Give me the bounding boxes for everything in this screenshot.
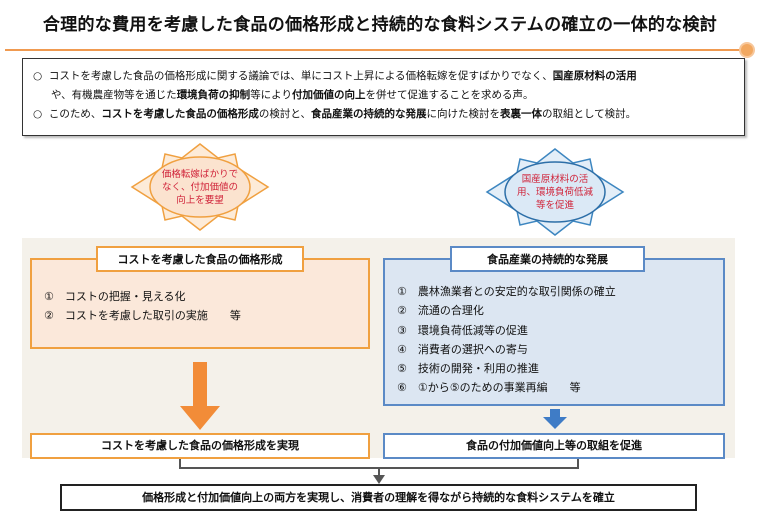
callout-promote-blue: 国産原材料の活用、環境負荷低減等を促進 <box>485 147 625 237</box>
callout-demand-orange: 価格転嫁ばかりでなく、付加価値の向上を要望 <box>130 142 270 232</box>
emphasis: 付加価値の向上 <box>291 89 366 101</box>
emphasis: 国産原材料の活用 <box>552 70 637 82</box>
arrow-down-orange-icon <box>180 362 220 430</box>
connector-line <box>179 459 181 469</box>
price-formation-title: コストを考慮した食品の価格形成 <box>96 246 304 272</box>
final-goal-box: 価格形成と付加価値向上の両方を実現し、消費者の理解を得ながら持続的な食料システム… <box>60 484 697 511</box>
flower-icon <box>741 44 753 56</box>
item-list: ① コストの把握・見える化 ② コストを考慮した取引の実施 等 <box>44 287 241 326</box>
item-list: ① 農林漁業者との安定的な取引関係の確立 ② 流通の合理化 ③ 環境負荷低減等の… <box>397 282 616 398</box>
intro-paragraph-1: ○ コストを考慮した食品の価格形成に関する議論では、単にコスト上昇による価格転嫁… <box>33 67 734 86</box>
callout-text: 価格転嫁ばかりでなく、付加価値の向上を要望 <box>161 168 239 206</box>
list-item: ② コストを考慮した取引の実施 等 <box>44 309 241 323</box>
emphasis: 食品産業の持続的な発展 <box>310 108 427 120</box>
text: に向けた検討を <box>426 108 500 120</box>
text: や、有機農産物等を通じた <box>51 89 177 101</box>
emphasis: 表裏一体 <box>499 108 542 120</box>
starburst-icon <box>130 143 270 231</box>
text: を併せて促進することを求める声。 <box>365 89 534 101</box>
bullet: ○ <box>33 108 43 120</box>
list-item: ② 流通の合理化 <box>397 304 484 318</box>
title-divider <box>5 49 745 51</box>
emphasis: コストを考慮した食品の価格形成 <box>101 108 259 120</box>
arrow-down-connector-icon <box>373 467 385 484</box>
text: 等により <box>250 89 292 101</box>
list-item: ① 農林漁業者との安定的な取引関係の確立 <box>397 285 616 298</box>
intro-box: ○ コストを考慮した食品の価格形成に関する議論では、単にコスト上昇による価格転嫁… <box>22 58 745 136</box>
arrow-down-blue-icon <box>543 409 567 429</box>
sustainable-development-title: 食品産業の持続的な発展 <box>450 246 645 272</box>
intro-paragraph-2: ○ このため、コストを考慮した食品の価格形成の検討と、食品産業の持続的な発展に向… <box>33 105 734 124</box>
text: コストを考慮した食品の価格形成に関する議論では、単にコスト上昇による価格転嫁を促… <box>48 70 553 82</box>
value-added-result: 食品の付加価値向上等の取組を促進 <box>383 433 725 459</box>
starburst-icon <box>485 148 625 236</box>
list-item: ③ 環境負荷低減等の促進 <box>397 323 528 337</box>
text: の検討と、 <box>258 108 311 120</box>
list-item: ① コストの把握・見える化 <box>44 290 186 303</box>
emphasis: 環境負荷の抑制 <box>176 89 251 101</box>
list-item: ⑥ ①から⑤のための事業再編 等 <box>397 381 581 395</box>
callout-text: 国産原材料の活用、環境負荷低減等を促進 <box>516 173 593 211</box>
page-title: 合理的な費用を考慮した食品の価格形成と持続的な食料システムの確立の一体的な検討 <box>42 15 718 35</box>
intro-paragraph-1-cont: や、有機農産物等を通じた環境負荷の抑制等により付加価値の向上を併せて促進すること… <box>33 86 734 105</box>
list-item: ⑤ 技術の開発・利用の推進 <box>397 362 539 376</box>
connector-line <box>577 459 579 469</box>
text: の取組として検討。 <box>541 108 637 120</box>
text: このため、 <box>48 108 102 120</box>
sustainable-development-box: ① 農林漁業者との安定的な取引関係の確立 ② 流通の合理化 ③ 環境負荷低減等の… <box>383 258 725 406</box>
list-item: ④ 消費者の選択への寄与 <box>397 342 528 356</box>
price-formation-result: コストを考慮した食品の価格形成を実現 <box>30 433 370 459</box>
bullet: ○ <box>33 70 43 82</box>
